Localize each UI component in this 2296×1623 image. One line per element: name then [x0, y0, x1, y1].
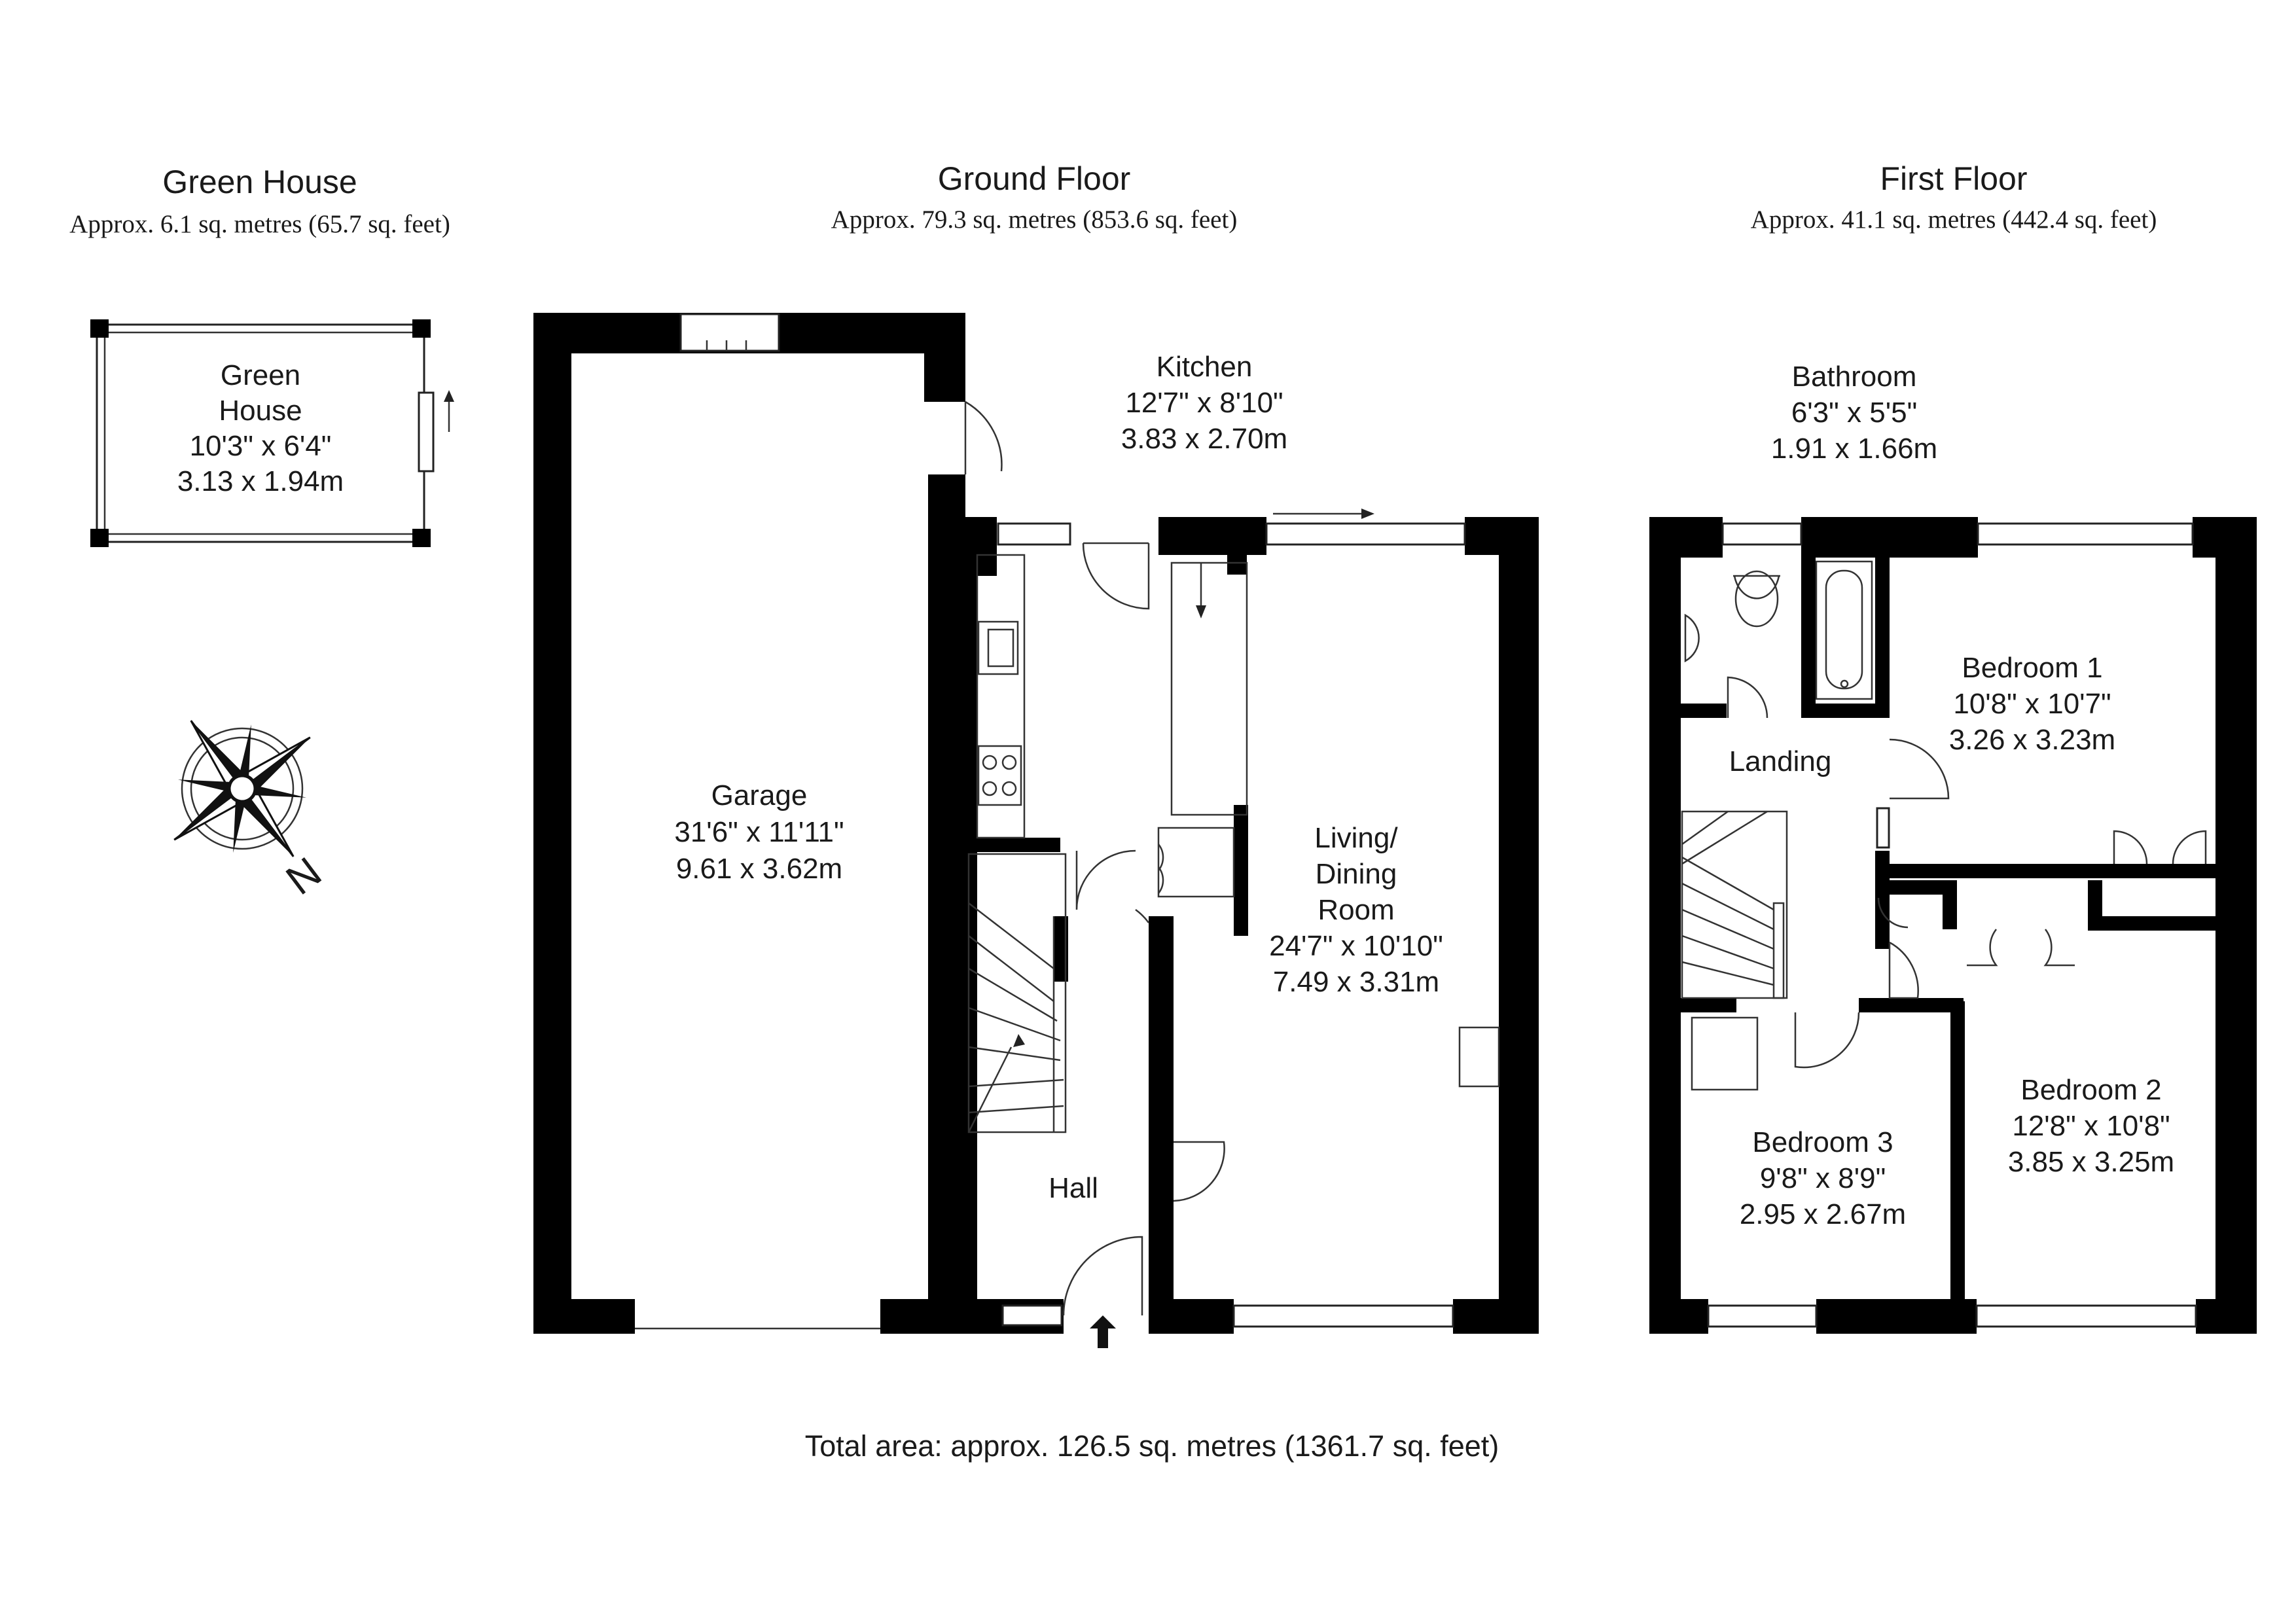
front-door — [1062, 1236, 1143, 1316]
compass-north-label: N — [278, 848, 330, 904]
bedroom2-metric: 3.85 x 3.25m — [2008, 1146, 2174, 1178]
ground-floor-area: Approx. 79.3 sq. metres (853.6 sq. feet) — [831, 205, 1238, 234]
garage-window — [679, 313, 780, 352]
bedroom3-cupboard — [1691, 1016, 1759, 1091]
first-right-wall — [2215, 517, 2257, 1334]
bedroom3-metric: 2.95 x 2.67m — [1740, 1198, 1906, 1230]
green-house-plan: Green House 10'3" x 6'4" 3.13 x 1.94m — [90, 319, 454, 547]
living-label-2: Dining — [1316, 858, 1397, 890]
landing-name: Landing — [1729, 745, 1832, 777]
garage-imperial: 31'6" x 11'11" — [674, 816, 844, 848]
green-house-header: Green House Approx. 6.1 sq. metres (65.7… — [69, 164, 450, 238]
hall-name: Hall — [1049, 1172, 1098, 1204]
understairs-cupboard — [1157, 827, 1235, 898]
bedroom1-imperial: 10'8" x 10'7" — [1953, 688, 2111, 720]
hall-window — [1001, 1304, 1063, 1327]
green-house-sliding-door — [418, 391, 435, 473]
bedroom3-name: Bedroom 3 — [1752, 1126, 1893, 1158]
bedroom1-metric: 3.26 x 3.23m — [1949, 724, 2115, 756]
bedroom2-door — [1888, 941, 1919, 999]
bedroom3-window — [1707, 1304, 1818, 1328]
bedroom2-window — [1975, 1304, 2197, 1328]
bathroom-window — [1721, 522, 1803, 546]
bedroom3-imperial: 9'8" x 8'9" — [1760, 1162, 1886, 1194]
bedroom1-wardrobe — [2113, 830, 2207, 865]
compass-rose — [173, 720, 311, 857]
bedroom2-cupboard — [1967, 929, 2075, 967]
green-house-label-1: Green — [221, 359, 300, 391]
bathroom-imperial: 6'3" x 5'5" — [1791, 397, 1917, 429]
green-house-label-2: House — [219, 395, 302, 427]
fireplace — [1458, 1026, 1500, 1088]
kitchen-name: Kitchen — [1157, 351, 1253, 383]
green-house-area: Approx. 6.1 sq. metres (65.7 sq. feet) — [69, 210, 450, 238]
hall-cupboard-door — [1075, 849, 1136, 910]
green-house-title: Green House — [162, 164, 357, 200]
bedroom1-name: Bedroom 1 — [1962, 652, 2102, 684]
ground-floor-plan: Garage 31'6" x 11'11" 9.61 x 3.62m Kitch… — [533, 313, 1539, 1348]
living-imperial: 24'7" x 10'10" — [1269, 930, 1443, 962]
green-house-outline — [96, 323, 425, 543]
bedroom3-door — [1794, 1012, 1860, 1069]
first-floor-staircase — [1681, 810, 1788, 999]
garage-name: Garage — [711, 779, 808, 812]
kitchen-window — [997, 522, 1071, 546]
bedroom2-name: Bedroom 2 — [2020, 1074, 2161, 1106]
first-floor-header: First Floor Approx. 41.1 sq. metres (442… — [1751, 160, 2157, 234]
kitchen-hob — [977, 745, 1022, 806]
basin — [1684, 613, 1700, 663]
kitchen-back-door — [1082, 542, 1150, 610]
ground-floor-header: Ground Floor Approx. 79.3 sq. metres (85… — [831, 160, 1238, 234]
ground-floor-title: Ground Floor — [938, 160, 1131, 197]
living-right-wall — [1499, 517, 1539, 1334]
entrance-arrow-icon — [1090, 1315, 1116, 1348]
serving-hatch — [1170, 562, 1248, 816]
bedroom1-window — [1977, 522, 2194, 546]
first-floor-plan: Bathroom 6'3" x 5'5" 1.91 x 1.66m Landin… — [1649, 361, 2257, 1334]
total-area: Total area: approx. 126.5 sq. metres (13… — [805, 1429, 1499, 1463]
living-label-1: Living/ — [1314, 822, 1398, 854]
landing-window — [1876, 807, 1890, 849]
green-house-imperial: 10'3" x 6'4" — [190, 430, 332, 462]
green-house-metric: 3.13 x 1.94m — [177, 465, 344, 497]
kitchen-worktop — [976, 554, 1026, 839]
living-label-3: Room — [1318, 894, 1394, 926]
garage-side-door — [964, 401, 1003, 474]
bedroom2-imperial: 12'8" x 10'8" — [2012, 1110, 2170, 1142]
airing-cupboard-door — [1877, 897, 1909, 929]
bath — [1815, 560, 1873, 700]
first-floor-area: Approx. 41.1 sq. metres (442.4 sq. feet) — [1751, 205, 2157, 234]
first-floor-title: First Floor — [1880, 160, 2028, 197]
ground-floor-staircase — [967, 853, 1067, 1133]
living-patio-door — [1265, 522, 1466, 546]
living-metric: 7.49 x 3.31m — [1273, 966, 1439, 998]
bathroom-door — [1727, 676, 1768, 719]
living-room-door — [1173, 1141, 1225, 1202]
first-left-wall — [1649, 517, 1681, 1334]
garage-metric: 9.61 x 3.62m — [676, 853, 842, 885]
bedroom1-door — [1889, 738, 1950, 800]
kitchen-imperial: 12'7" x 8'10" — [1125, 387, 1283, 419]
garage-right-wall — [928, 474, 965, 1334]
living-window — [1232, 1304, 1454, 1328]
bathroom-metric: 1.91 x 1.66m — [1771, 433, 1937, 465]
kitchen-sink — [977, 620, 1019, 675]
toilet — [1733, 575, 1780, 599]
kitchen-metric: 3.83 x 2.70m — [1121, 423, 1287, 455]
bathroom-name: Bathroom — [1792, 361, 1917, 393]
garage-left-wall — [533, 313, 571, 1334]
